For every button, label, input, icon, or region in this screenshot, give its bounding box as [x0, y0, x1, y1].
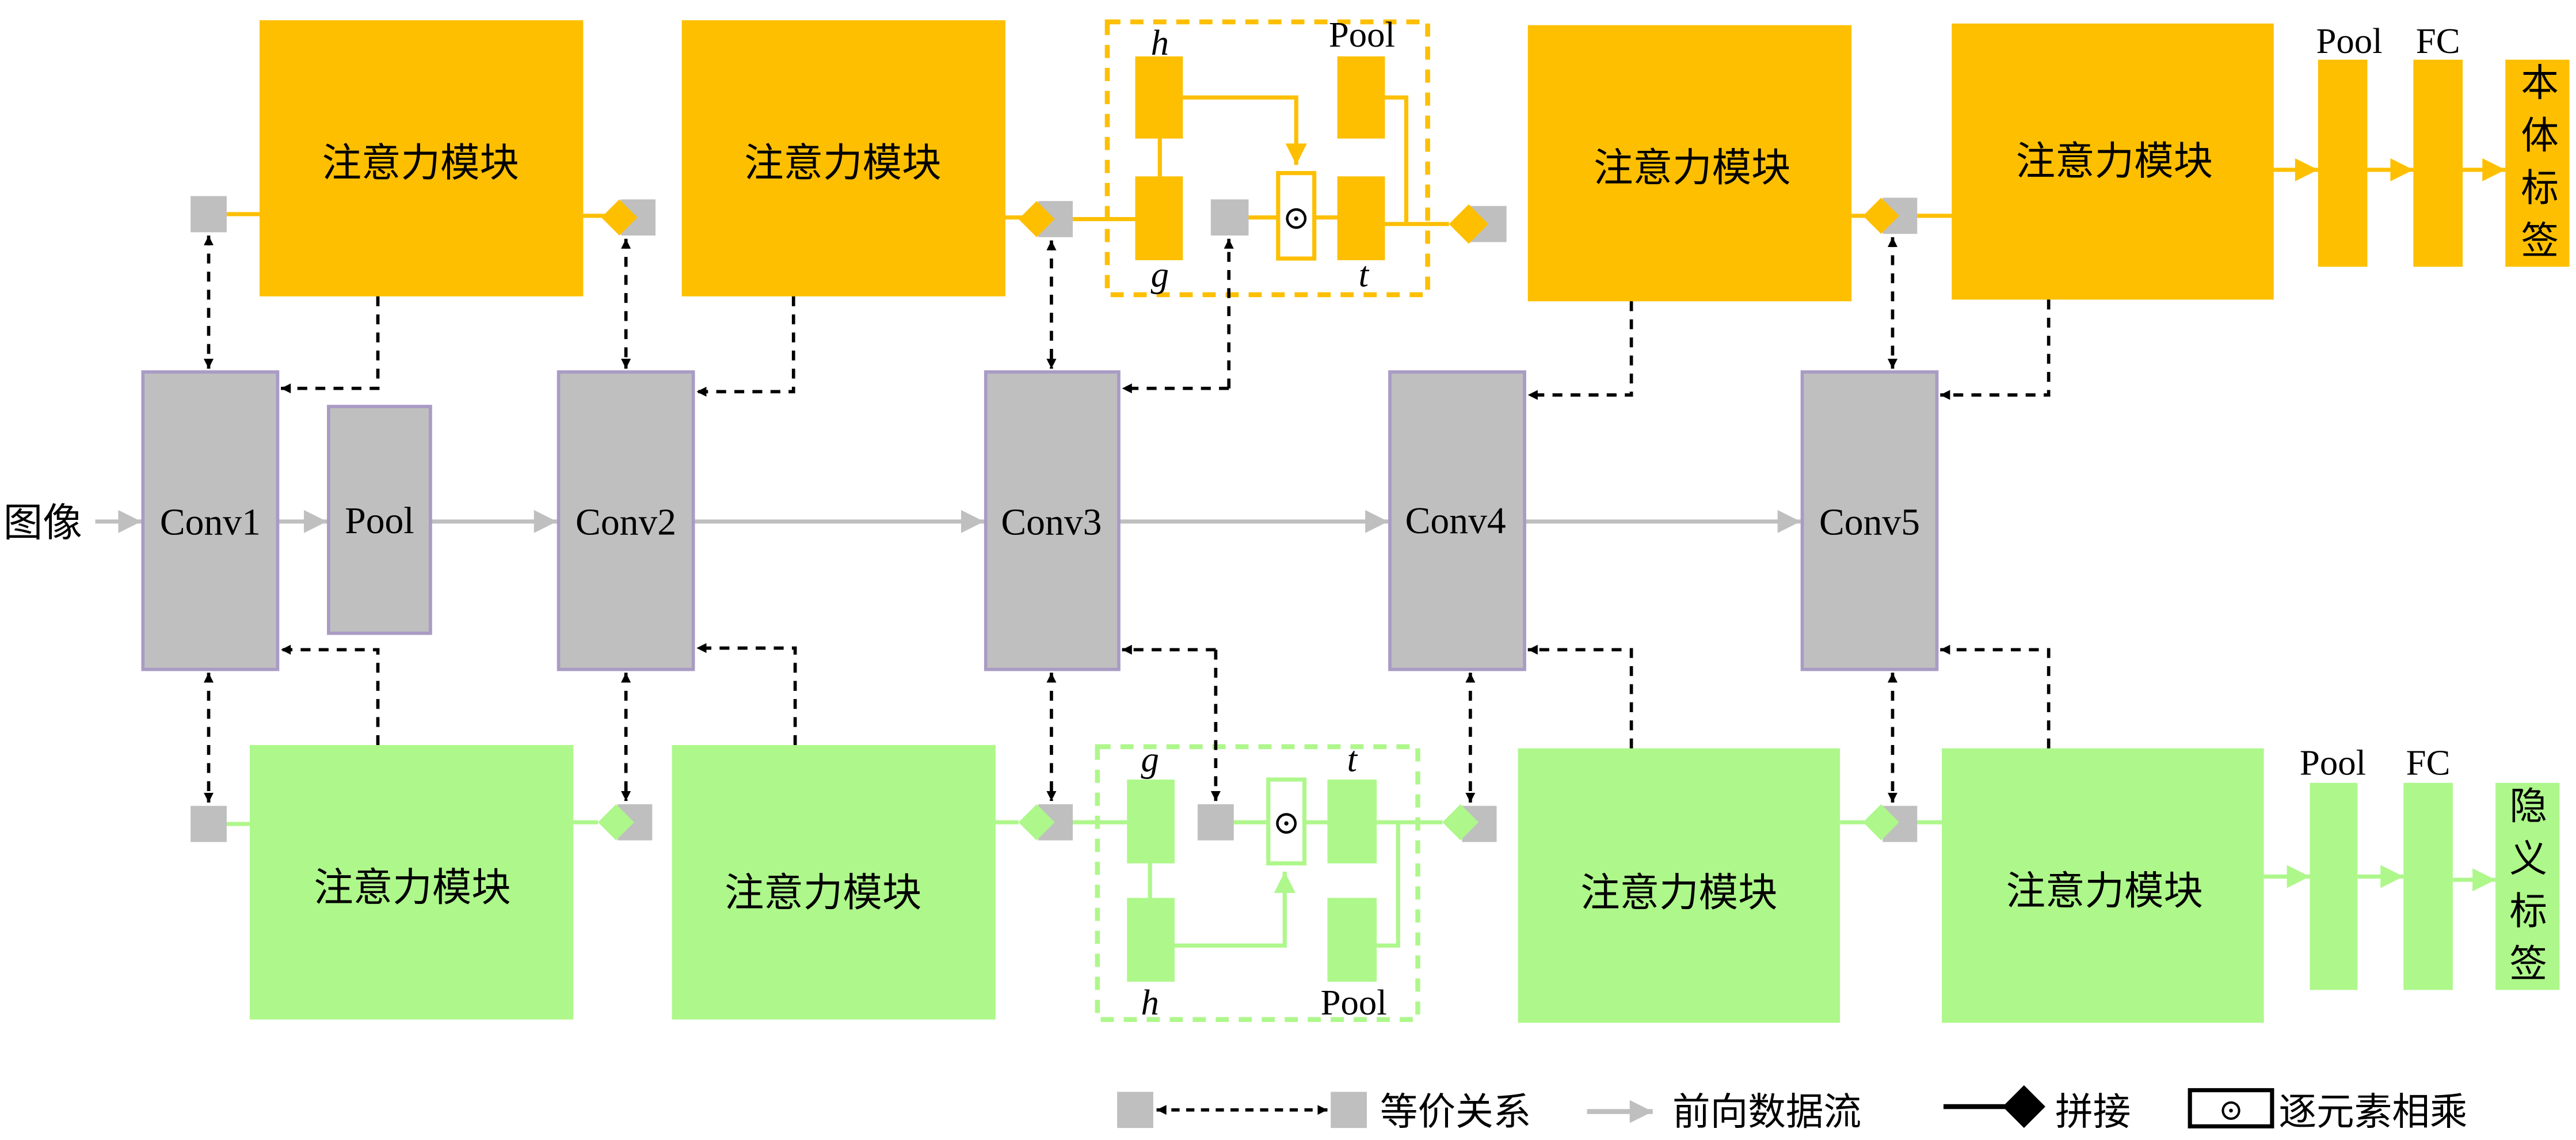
legend-equivalence-label: 等价关系: [1380, 1090, 1531, 1134]
bottom-attention-detail: ⊙ g t h Pool: [1073, 739, 1443, 1023]
attention-label: 注意力模块: [322, 140, 520, 186]
attention-label: 注意力模块: [2016, 138, 2213, 184]
output-char: 签: [2509, 943, 2547, 986]
elementwise-op-icon: ⊙: [1282, 200, 1310, 237]
implicit-label-output: [2495, 782, 2560, 990]
bottom-fc-label: FC: [2406, 742, 2451, 782]
top-attention-detail: ⊙ h g t Pool: [1073, 14, 1449, 298]
output-char: 标: [2509, 890, 2547, 933]
attention-label: 注意力模块: [314, 865, 511, 911]
conv3-block: Conv3: [984, 370, 1121, 671]
bottom-fc-block: [2403, 782, 2453, 990]
g-block: [1135, 176, 1183, 260]
g-label: g: [1151, 254, 1169, 295]
conv2-block: Conv2: [557, 370, 695, 671]
attention-label: 注意力模块: [1580, 870, 1778, 916]
output-char: 隐: [2509, 784, 2547, 828]
top-attention-block-1: 注意力模块: [260, 20, 584, 297]
conv5-label: Conv5: [1819, 501, 1920, 544]
attention-label: 注意力模块: [725, 870, 922, 916]
bottom-pool-block: [2310, 782, 2358, 990]
backbone: Conv1 Pool Conv2 Conv3 Conv4 Conv5: [141, 370, 1939, 671]
output-char: 体: [2521, 114, 2559, 158]
top-attention-block-3: 注意力模块: [1527, 25, 1852, 302]
bottom-pool-label: Pool: [2300, 742, 2366, 782]
output-char: 义: [2509, 837, 2547, 881]
equivalence-node: [1210, 199, 1249, 236]
top-fc-label: FC: [2416, 21, 2460, 61]
top-attention-block-4: 注意力模块: [1952, 23, 2274, 300]
top-head: Pool FC 本 体 标 签: [2273, 21, 2570, 267]
concat-diamond-icon: [1018, 201, 1055, 237]
pool-label: Pool: [1329, 14, 1395, 55]
g-label: g: [1141, 739, 1159, 780]
legend-concat-label: 拼接: [2055, 1090, 2131, 1134]
pool-block: [1327, 898, 1377, 982]
legend-forward-label: 前向数据流: [1672, 1090, 1861, 1134]
h-block: [1135, 56, 1183, 139]
top-attention-block-2: 注意力模块: [681, 20, 1006, 297]
bottom-attention-block-3: 注意力模块: [1518, 748, 1840, 1023]
legend: 等价关系 前向数据流 拼接 ⊙ 逐元素相乘: [1117, 1085, 2468, 1134]
pool-label: Pool: [345, 500, 414, 542]
pool-label: Pool: [1321, 982, 1387, 1023]
t-block: [1337, 176, 1385, 260]
h-label: h: [1151, 22, 1169, 63]
ontology-label-output: [2505, 59, 2570, 267]
attention-label: 注意力模块: [1594, 145, 1791, 191]
t-label: t: [1347, 739, 1358, 780]
output-char: 签: [2521, 219, 2559, 263]
equivalence-node: [190, 805, 227, 842]
t-block: [1327, 779, 1377, 864]
conv1-label: Conv1: [160, 501, 261, 544]
t-label: t: [1359, 254, 1370, 295]
pool-block: Pool: [327, 405, 432, 635]
concat-diamond-icon: [2002, 1085, 2045, 1128]
top-pool-block: [2318, 59, 2368, 267]
attention-label: 注意力模块: [2006, 868, 2203, 914]
elementwise-op-icon: ⊙: [1272, 805, 1300, 841]
h-label: h: [1141, 982, 1159, 1023]
elementwise-op-box: [1276, 171, 1317, 261]
bottom-branch: 注意力模块 注意力模块 注意力模块 注意力模块 ⊙: [190, 739, 2560, 1023]
equivalence-node: [190, 196, 227, 233]
bottom-attention-block-2: 注意力模块: [672, 745, 996, 1020]
legend-concat: 拼接: [1943, 1085, 2131, 1134]
top-fc-block: [2413, 59, 2463, 267]
elementwise-op-icon: ⊙: [2219, 1094, 2243, 1127]
conv2-label: Conv2: [576, 501, 676, 544]
conv5-block: Conv5: [1800, 370, 1939, 671]
g-block: [1127, 779, 1175, 864]
pool-block: [1337, 56, 1385, 139]
h-block: [1127, 898, 1175, 982]
bottom-head: Pool FC 隐 义 标 签: [2263, 742, 2560, 990]
bottom-attention-block-1: 注意力模块: [249, 745, 574, 1020]
equivalence-node: [1197, 804, 1234, 841]
legend-elementwise-label: 逐元素相乘: [2278, 1090, 2467, 1134]
conv3-label: Conv3: [1001, 501, 1102, 544]
conv4-block: Conv4: [1388, 370, 1526, 671]
legend-elementwise: ⊙ 逐元素相乘: [2188, 1088, 2468, 1134]
legend-equivalence: 等价关系: [1117, 1090, 1531, 1134]
bottom-attention-block-4: 注意力模块: [1942, 748, 2264, 1023]
input-label: 图像: [3, 500, 82, 546]
top-branch: 注意力模块 注意力模块 注意力模块 注意力模块 ⊙: [190, 14, 2570, 302]
conv4-label: Conv4: [1405, 500, 1506, 542]
concat-diamond-icon: [1863, 197, 1899, 234]
attention-feedback-links: [281, 296, 2051, 748]
conv1-block: Conv1: [141, 370, 280, 671]
concat-diamond-icon: [601, 199, 638, 236]
output-char: 本: [2521, 61, 2559, 105]
attention-label: 注意力模块: [744, 140, 942, 186]
top-pool-label: Pool: [2316, 21, 2382, 61]
equivalence-links: [203, 235, 1898, 803]
concat-diamond-icon: [598, 804, 634, 841]
legend-forward: 前向数据流: [1587, 1090, 1861, 1134]
output-char: 标: [2521, 166, 2559, 210]
